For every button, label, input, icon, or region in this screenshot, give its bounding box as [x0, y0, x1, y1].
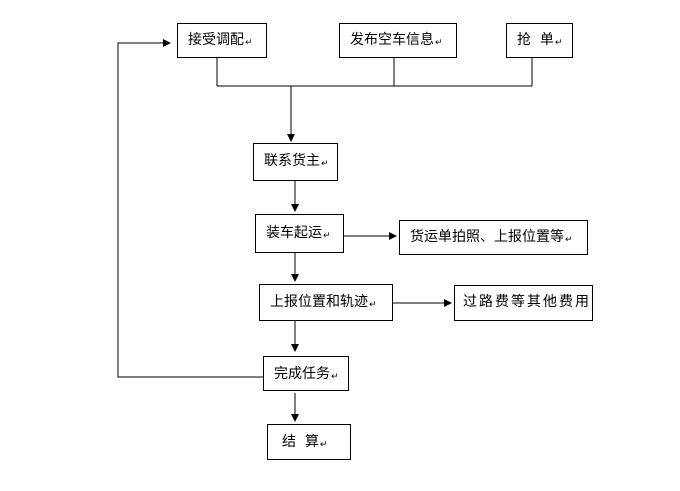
paragraph-mark-icon: ↵ [245, 38, 253, 48]
feedback-loop-line [117, 39, 263, 378]
node-label: 结 算 [282, 434, 319, 450]
node-tolls-other-fees: 过路费等其他费用 [454, 285, 593, 321]
node-label: 货运单拍照、上报位置等 [410, 229, 564, 245]
node-label: 接受调配 [188, 32, 244, 48]
node-label: 过路费等其他费用 [463, 294, 591, 310]
paragraph-mark-icon: ↵ [435, 38, 443, 48]
paragraph-mark-icon: ↵ [565, 235, 573, 245]
node-label: 装车起运 [266, 225, 322, 241]
node-load-and-depart: 装车起运↵ [255, 214, 344, 253]
paragraph-mark-icon: ↵ [321, 159, 329, 169]
paragraph-mark-icon: ↵ [331, 372, 339, 382]
node-label: 发布空车信息 [350, 32, 434, 48]
node-publish-empty-truck-info: 发布空车信息↵ [339, 23, 457, 58]
paragraph-mark-icon: ↵ [554, 38, 563, 48]
paragraph-mark-icon: ↵ [319, 440, 328, 450]
node-label: 完成任务 [274, 366, 330, 382]
paragraph-mark-icon: ↵ [369, 300, 377, 310]
paragraph-mark-icon: ↵ [323, 231, 331, 241]
node-complete-task: 完成任务↵ [263, 356, 349, 391]
node-grab-order: 抢 单↵ [506, 23, 573, 58]
node-label: 联系货主 [264, 153, 320, 169]
node-settlement: 结 算↵ [267, 424, 351, 460]
node-label: 上报位置和轨迹 [270, 294, 368, 310]
node-accept-dispatch: 接受调配↵ [177, 23, 267, 58]
node-label: 抢 单 [517, 32, 554, 48]
node-contact-shipper: 联系货主↵ [253, 143, 338, 181]
node-waybill-photo-report: 货运单拍照、上报位置等↵ [399, 220, 588, 255]
node-report-location-track: 上报位置和轨迹↵ [259, 284, 393, 321]
